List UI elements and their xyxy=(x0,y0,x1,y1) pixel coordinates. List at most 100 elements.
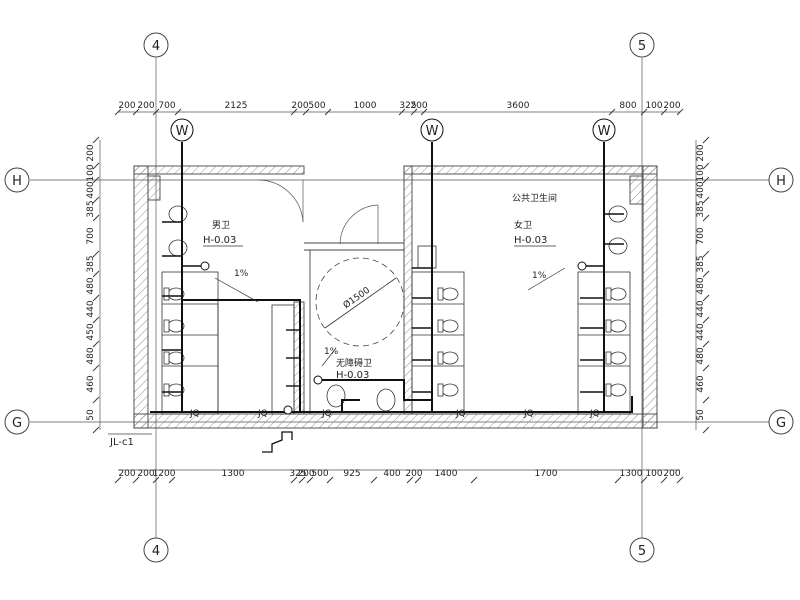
right-dimension-label: 440 xyxy=(696,300,706,317)
left-dimension-label: 385 xyxy=(86,255,96,272)
svg-text:G: G xyxy=(12,416,22,431)
top-dimension-label: 200 xyxy=(291,101,308,111)
pipe-code-label: JQ xyxy=(589,409,600,419)
svg-text:G: G xyxy=(776,416,786,431)
toilet-icon xyxy=(163,287,185,301)
toilet-icon xyxy=(605,383,627,397)
right-dimension-label: 200 xyxy=(696,144,706,161)
toilet-icon xyxy=(437,287,459,301)
slope-mark-accessible: 1% xyxy=(321,347,339,367)
toilet-icon xyxy=(163,351,185,365)
grid-bubble-top-4: 4 xyxy=(143,32,169,58)
door-swings xyxy=(257,179,379,245)
svg-text:W: W xyxy=(176,124,189,139)
bottom-dimension-label: 1300 xyxy=(620,469,643,479)
top-dimension-label: 100 xyxy=(645,101,662,111)
top-dimension-label: 700 xyxy=(158,101,175,111)
women-room-level: H-0.03 xyxy=(514,235,547,246)
grid-bubble-left-H: H xyxy=(4,167,30,193)
left-dimension-label: 385 xyxy=(86,200,96,217)
toilet-icon xyxy=(437,383,459,397)
left-dimension-label: 480 xyxy=(86,277,96,294)
svg-text:5: 5 xyxy=(638,544,646,559)
pipe-code-label: JQ xyxy=(523,409,534,419)
bottom-dimension-label: 1400 xyxy=(435,469,458,479)
right-dimension-label: 460 xyxy=(696,375,706,392)
top-dimension-label: 800 xyxy=(619,101,636,111)
bottom-dimension-label: 200 xyxy=(137,469,154,479)
toilet-icon xyxy=(605,287,627,301)
svg-text:4: 4 xyxy=(152,544,160,559)
toilet-icon xyxy=(163,319,185,333)
riser-w-3: W xyxy=(592,118,616,142)
top-dimension-label: 1000 xyxy=(354,101,377,111)
toilet-icon xyxy=(163,383,185,397)
bottom-dimension-label: 1700 xyxy=(535,469,558,479)
top-dimension-label: 200 xyxy=(118,101,135,111)
accessible-room-name: 无障碍卫 xyxy=(336,357,372,369)
bottom-dimension-label: 100 xyxy=(645,469,662,479)
svg-text:4: 4 xyxy=(152,39,160,54)
left-dimension-label: 400 xyxy=(86,181,96,198)
grid-bubble-right-G: G xyxy=(768,409,794,435)
bottom-dimension-label: 400 xyxy=(383,469,400,479)
right-dimension-label: 385 xyxy=(696,200,706,217)
left-dimension-label: 100 xyxy=(86,164,96,181)
floor-drains xyxy=(200,261,587,415)
grid-bubble-bottom-4: 4 xyxy=(143,537,169,563)
svg-text:H: H xyxy=(776,174,786,189)
sanitary-fixtures xyxy=(163,205,628,412)
floor-cleanout-icon xyxy=(417,245,437,269)
top-dimension-label: 325 xyxy=(399,101,416,111)
left-dimension-label: 450 xyxy=(86,323,96,340)
top-dimension-label: 200 xyxy=(137,101,154,111)
left-dimension-label: 700 xyxy=(86,227,96,244)
bottom-dimension-label: 325 xyxy=(289,469,306,479)
grid-bubble-right-H: H xyxy=(768,167,794,193)
bottom-dimension-label: 1300 xyxy=(222,469,245,479)
bottom-dimension-label: 500 xyxy=(311,469,328,479)
left-dimension-label: 200 xyxy=(86,144,96,161)
accessible-room-level: H-0.03 xyxy=(336,370,369,381)
top-dimension-label: 3600 xyxy=(507,101,530,111)
bottom-dimension-label: 200 xyxy=(118,469,135,479)
right-dimension-label: 480 xyxy=(696,277,706,294)
grid-bubble-bottom-5: 5 xyxy=(629,537,655,563)
drain-pipes xyxy=(150,142,633,413)
left-dimension-label: 460 xyxy=(86,375,96,392)
sink-icon xyxy=(168,205,188,223)
public-toilet-label: 公共卫生间 xyxy=(512,192,557,204)
grid-bubble-top-5: 5 xyxy=(629,32,655,58)
toilet-icon xyxy=(437,319,459,333)
svg-text:JL-c1: JL-c1 xyxy=(109,437,134,448)
top-dimension-label: 2125 xyxy=(225,101,248,111)
right-dimension-label: 50 xyxy=(696,409,706,421)
toilet-icon xyxy=(437,351,459,365)
riser-w-1: W xyxy=(170,118,194,142)
men-stall-partitions xyxy=(161,271,295,415)
exterior-walls xyxy=(133,165,658,429)
bottom-dimension-label: 200 xyxy=(405,469,422,479)
accessible-fixture-icon xyxy=(326,384,346,408)
svg-text:1%: 1% xyxy=(324,347,339,357)
pipe-code-label: JQ xyxy=(189,409,200,419)
sink-icon xyxy=(168,239,188,257)
riser-w-2: W xyxy=(420,118,444,142)
toilet-icon xyxy=(605,319,627,333)
grid-bubble-left-G: G xyxy=(4,409,30,435)
accessible-fixture-icon xyxy=(376,388,396,412)
right-dimension-label: 385 xyxy=(696,255,706,272)
pipe-code-label: JQ xyxy=(455,409,466,419)
right-dimension-label: 100 xyxy=(696,164,706,181)
women-room-name: 女卫 xyxy=(514,219,532,231)
dimension-lines xyxy=(99,111,697,471)
detail-label: JL-c1 xyxy=(108,431,293,453)
men-room-name: 男卫 xyxy=(212,220,230,231)
bottom-dimension-label: 200 xyxy=(297,469,314,479)
slope-mark-men: 1% xyxy=(214,269,259,303)
